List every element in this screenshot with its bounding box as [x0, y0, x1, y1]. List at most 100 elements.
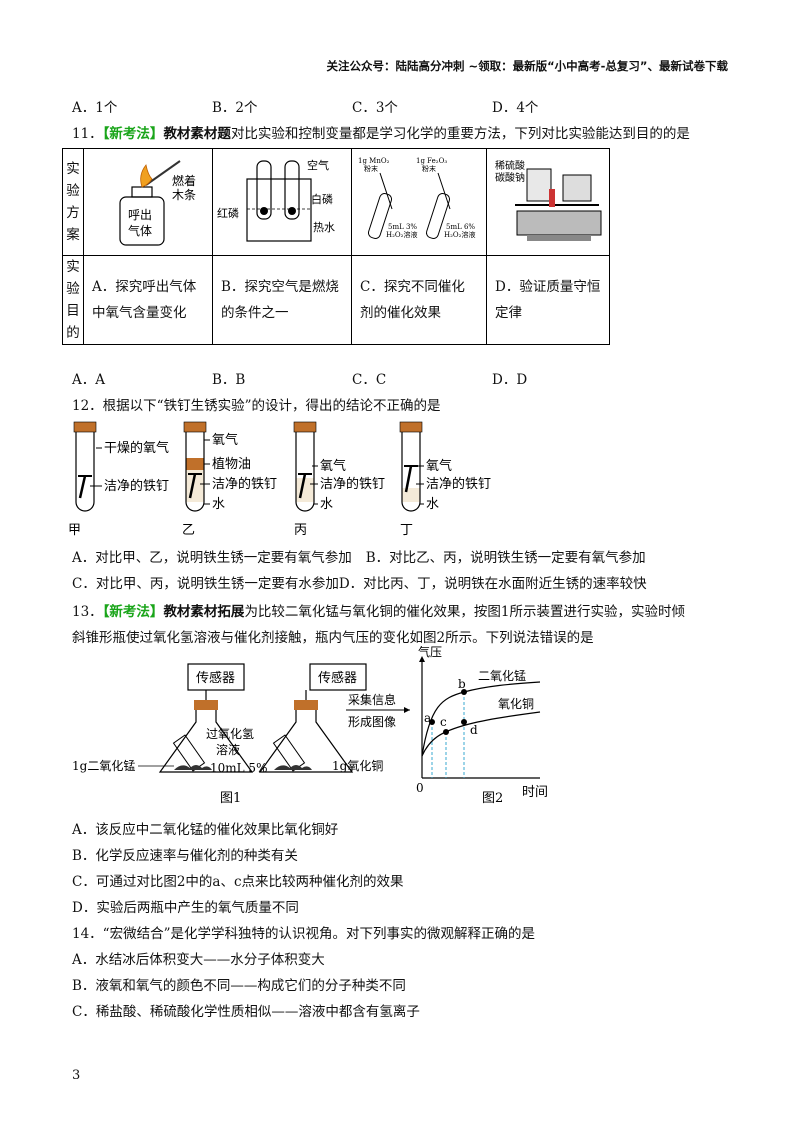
tube-bing: 氧气 洁净的铁钉 水 丙 — [293, 421, 385, 538]
point-a: a — [424, 711, 431, 725]
scheme-d-cell: 稀硫酸 碳酸钠 — [486, 148, 610, 256]
curve-cuo: 氧化铜 — [498, 696, 534, 711]
q14-option-c: C．稀盐酸、稀硫酸化学性质相似——溶液中都含有氢离子 — [72, 1004, 420, 1020]
q12-option-b: B．对比乙、丙，说明铁生锈一定要有氧气参加 — [365, 550, 646, 566]
label-white-p: 白磷 — [311, 192, 333, 206]
label-water-yi: 水 — [212, 497, 225, 512]
q13-number: 13． — [72, 604, 103, 620]
q14-stem: 14．“宏微结合”是化学学科独特的认识视角。对下列事实的微观解释正确的是 — [72, 926, 535, 942]
q12-option-d: D．对比丙、丁，说明铁在水面附近生锈的速率较快 — [338, 576, 647, 592]
graph-origin: 0 — [416, 781, 424, 795]
label-form-image: 形成图像 — [348, 715, 396, 729]
purpose-a: A．探究呼出气体中氧气含量变化 — [83, 255, 213, 345]
q11-stem-text: 对比实验和控制变量都是学习化学的重要方法，下列对比实验能达到目的的是 — [230, 126, 690, 142]
q12-stem: 12．根据以下“铁钉生锈实验”的设计，得出的结论不正确的是 — [72, 398, 441, 414]
label-h2o2-1: H₂O₂溶液 — [386, 230, 417, 239]
row-head-purpose: 实 验 目 的 — [62, 255, 84, 345]
scheme-b-cell: 空气 白磷 红磷 热水 — [212, 148, 352, 256]
tube-label-bing: 丙 — [294, 523, 307, 538]
q13-stem-1: 为比较二氧化锰与氧化铜的催化效果，按图1所示装置进行实验，实验时倾 — [244, 604, 686, 620]
fig2-caption: 图2 — [482, 791, 503, 806]
rh-char: 验 — [66, 281, 80, 297]
label-clean-nail-yi: 洁净的铁钉 — [212, 476, 277, 492]
q10-option-a: A．1个 — [72, 100, 118, 116]
point-b: b — [458, 677, 466, 691]
label-h2o2-2: 溶液 — [216, 742, 240, 757]
label-clean-nail-ding: 洁净的铁钉 — [426, 476, 491, 492]
q10-option-d: D．4个 — [492, 100, 539, 116]
rh-char: 验 — [66, 183, 80, 199]
flask-1: 传感器 1g二氧化锰 — [72, 663, 254, 773]
q13-stem-line-2: 斜锥形瓶使过氧化氢溶液与催化剂接触，瓶内气压的变化如图2所示。下列说法错误的是 — [72, 630, 594, 646]
q12-option-a: A．对比甲、乙，说明铁生锈一定要有氧气参加 — [72, 550, 352, 566]
q11-option-d: D．D — [492, 372, 528, 388]
label-h2o2-2: H₂O₂溶液 — [444, 230, 475, 239]
label-collect: 采集信息 — [348, 692, 396, 707]
label-h2o2-1: 过氧化氢 — [206, 726, 254, 741]
q13-option-d: D．实验后两瓶中产生的氧气质量不同 — [72, 900, 299, 916]
q13-option-a: A．该反应中二氧化锰的催化效果比氧化铜好 — [72, 822, 339, 838]
page-header: 关注公众号：陆陆高分冲刺 ~领取：最新版“小中高考-总复习”、最新试卷下载 — [326, 59, 728, 73]
q11-experiment-table: 实 验 方 案 燃着 木条 呼出 气体 — [62, 148, 610, 345]
tube-label-yi: 乙 — [182, 523, 195, 538]
label-oxygen-ding: 氧气 — [426, 458, 452, 474]
scheme-c-figure: 1g MnO₂ 粉末 1g Fe₂O₃ 粉末 5mL 3% H₂O₂溶液 5mL… — [358, 157, 475, 239]
q12-figure: 干燥的氧气 洁净的铁钉 甲 氧气 植物油 洁净的铁钉 水 乙 氧气 洁净的铁钉 … — [68, 421, 491, 538]
scheme-c-cell: 1g MnO₂ 粉末 1g Fe₂O₃ 粉末 5mL 3% H₂O₂溶液 5mL… — [351, 148, 487, 256]
q13-stem-line-1: 13．【新考法】教材素材拓展为比较二氧化锰与氧化铜的催化效果，按图1所示装置进行… — [72, 600, 685, 620]
rh-char: 目 — [66, 303, 80, 319]
label-h2so4: 稀硫酸 — [495, 159, 525, 172]
label-cuo-1g: 1g氧化铜 — [332, 758, 383, 773]
label-powder-1: 粉末 — [364, 164, 378, 173]
page-number: 3 — [72, 1068, 81, 1083]
tube-label-jia: 甲 — [68, 523, 81, 538]
scheme-d-figure: 稀硫酸 碳酸钠 — [495, 159, 602, 241]
label-oil: 植物油 — [212, 457, 251, 472]
label-clean-nail-bing: 洁净的铁钉 — [320, 476, 385, 492]
rh-char: 实 — [66, 259, 80, 275]
label-mno2-1g: 1g二氧化锰 — [72, 758, 135, 773]
label-mno2: 1g MnO₂ — [358, 157, 390, 165]
q14-option-a: A．水结冰后体积变大——水分子体积变大 — [72, 952, 325, 968]
fig1-caption: 图1 — [220, 791, 241, 806]
label-hot-water: 热水 — [313, 221, 335, 234]
graph-xlabel: 时间 — [522, 785, 548, 800]
sensor-label-2: 传感器 — [318, 670, 357, 686]
label-oxygen-bing: 氧气 — [320, 458, 346, 474]
point-d: d — [470, 723, 478, 737]
scheme-b-figure: 空气 白磷 红磷 热水 — [217, 158, 335, 242]
label-powder-2: 粉末 — [422, 164, 436, 173]
purpose-b: B．探究空气是燃烧的条件之一 — [212, 255, 352, 345]
scheme-a-cell: 燃着 木条 呼出 气体 — [83, 148, 213, 256]
q11-stem: 11．【新考法】教材素材题对比实验和控制变量都是学习化学的重要方法，下列对比实验… — [72, 122, 690, 142]
purpose-d: D．验证质量守恒定律 — [486, 255, 610, 345]
label-water-ding: 水 — [426, 497, 439, 512]
label-air: 空气 — [307, 158, 329, 172]
tube-ding: 氧气 洁净的铁钉 水 丁 — [399, 421, 491, 538]
q11-tag: 【新考法】 — [102, 126, 164, 142]
q12-option-row-1: A．对比甲、乙，说明铁生锈一定要有氧气参加 B．对比乙、丙，说明铁生锈一定要有氧气… — [72, 546, 646, 566]
tube-label-ding: 丁 — [400, 523, 413, 538]
q10-option-c: C．3个 — [352, 100, 398, 116]
tube-jia: 干燥的氧气 洁净的铁钉 甲 — [68, 421, 169, 538]
q12-option-row-2: C．对比甲、丙，说明铁生锈一定要有水参加D．对比丙、丁，说明铁在水面附近生锈的速… — [72, 572, 647, 592]
label-water-bing: 水 — [320, 497, 333, 512]
q11-option-a: A．A — [72, 372, 105, 388]
label-h2o2-3: 10mL 5% — [210, 761, 267, 775]
rh-char: 案 — [66, 227, 80, 243]
curve-mno2: 二氧化锰 — [478, 668, 526, 683]
purpose-c: C．探究不同催化剂的催化效果 — [351, 255, 487, 345]
q13-tag: 【新考法】 — [102, 604, 164, 620]
label-3pct: 5mL 3% — [388, 223, 417, 231]
label-oxygen-yi: 氧气 — [212, 432, 238, 448]
q13-figure: 传感器 1g二氧化锰 过氧化氢 溶液 10mL 5% 传感器 1g氧化铜 图1 … — [72, 646, 548, 806]
scheme-a-figure: 燃着 木条 呼出 气体 — [119, 160, 196, 246]
rh-char: 实 — [66, 161, 80, 177]
pressure-graph: 气压 0 图2 a b c d 二氧化锰 氧化铜 — [416, 646, 541, 806]
point-c: c — [440, 715, 447, 729]
flask-2: 传感器 1g氧化铜 — [258, 663, 383, 773]
label-stick: 木条 — [172, 188, 196, 202]
tube-yi: 氧气 植物油 洁净的铁钉 水 乙 — [182, 421, 277, 538]
q11-topic: 教材素材题 — [163, 126, 231, 142]
label-exhaled: 呼出 — [128, 208, 152, 222]
